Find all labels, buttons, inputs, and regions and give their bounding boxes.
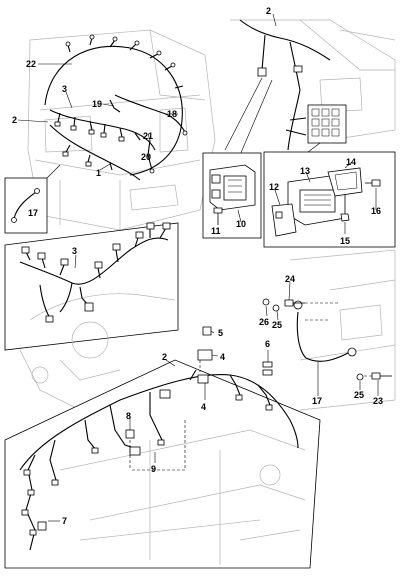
ground-cable-17 xyxy=(296,311,351,362)
callout-25-lower: 25 xyxy=(354,390,364,400)
callout-3-cab: 3 xyxy=(62,84,67,94)
cab-harness-22 xyxy=(44,45,183,176)
callout-21: 21 xyxy=(143,131,153,141)
callout-10: 10 xyxy=(236,219,246,229)
callout-26: 26 xyxy=(259,317,269,327)
detail-box-relay-bracket xyxy=(202,152,262,239)
callout-8: 8 xyxy=(126,411,131,421)
chassis-harness-2 xyxy=(19,374,299,471)
callout-4-lower: 4 xyxy=(201,402,206,412)
callout-7: 7 xyxy=(62,516,67,526)
detail-box-fuse-relay xyxy=(263,151,396,248)
chassis-view xyxy=(4,326,321,569)
callout-18: 18 xyxy=(167,109,177,119)
callout-17-lower: 17 xyxy=(312,396,322,406)
cab-harness-2 xyxy=(49,124,141,181)
callout-11: 11 xyxy=(211,226,221,236)
dash-harness-panel xyxy=(4,222,179,411)
callout-9: 9 xyxy=(151,464,156,474)
callout-20: 20 xyxy=(141,152,151,162)
callout-19: 19 xyxy=(92,99,102,109)
callout-24: 24 xyxy=(285,274,295,284)
callout-labels: 2 22 3 19 18 2 21 20 1 17 11 10 13 14 12… xyxy=(12,6,383,526)
callout-17-inset: 17 xyxy=(28,208,38,218)
callout-1: 1 xyxy=(96,168,101,178)
callout-2-cab: 2 xyxy=(12,115,17,125)
callout-14: 14 xyxy=(346,157,356,167)
callout-22: 22 xyxy=(26,59,36,69)
cab-view xyxy=(27,29,216,231)
callout-4-upper: 4 xyxy=(220,352,225,362)
dash-harness-3 xyxy=(19,237,169,285)
callout-5: 5 xyxy=(218,328,223,338)
ground-cable-area xyxy=(262,249,396,411)
inset-part-17 xyxy=(4,164,61,234)
callout-16: 16 xyxy=(371,206,381,216)
callout-3-mid: 3 xyxy=(72,246,77,256)
cab-harness-3 xyxy=(49,109,156,151)
callout-25-upper: 25 xyxy=(272,320,282,330)
callout-leaders xyxy=(17,13,379,522)
callout-12: 12 xyxy=(269,182,279,192)
callout-13: 13 xyxy=(300,166,310,176)
top-harness-2 xyxy=(239,19,331,61)
callout-2-lower: 2 xyxy=(162,352,167,362)
callout-6: 6 xyxy=(265,339,270,349)
cab-corner-view xyxy=(224,19,396,159)
callout-15: 15 xyxy=(340,236,350,246)
callout-2-top: 2 xyxy=(266,6,271,16)
callout-23: 23 xyxy=(373,396,383,406)
